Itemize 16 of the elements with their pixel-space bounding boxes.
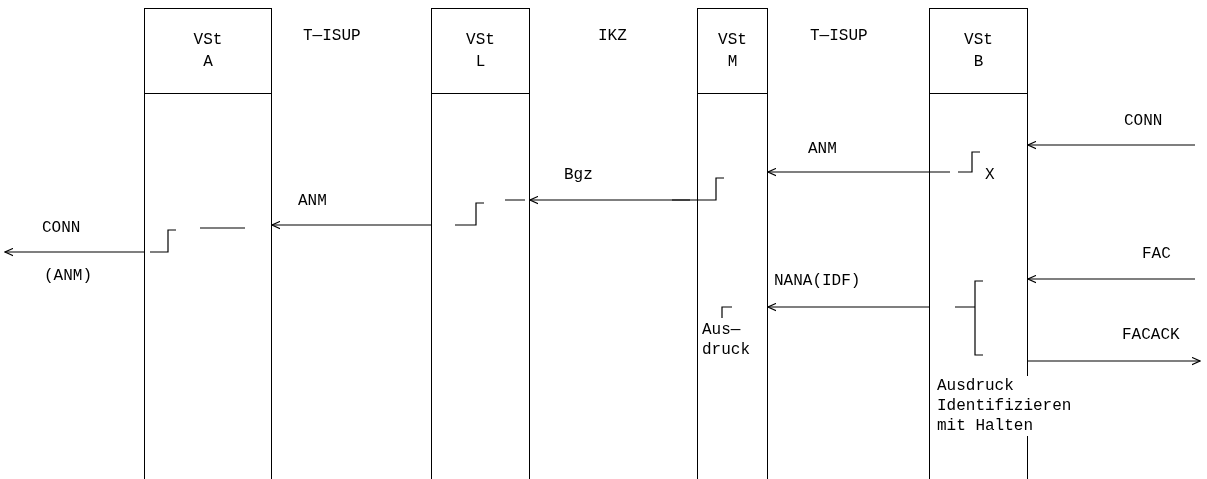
- lifeline-column: [144, 8, 272, 479]
- exchange-name: VSt A: [192, 30, 224, 73]
- exchange-name: VSt B: [963, 30, 994, 73]
- message-arrow: [271, 220, 432, 230]
- message-arrow: [1027, 140, 1196, 150]
- annotation-text: (ANM): [44, 266, 92, 286]
- message-arrow: [767, 167, 930, 177]
- exchange-name: VSt L: [465, 30, 496, 73]
- message-arrow: [767, 302, 930, 312]
- lifeline-column: [431, 8, 530, 479]
- message-arrow: [529, 195, 698, 205]
- message-arrow: [1027, 356, 1201, 366]
- exchange-name: VSt M: [717, 30, 748, 73]
- message-arrow: [1027, 274, 1196, 284]
- message-arrow: [4, 247, 145, 257]
- message-label: Bgz: [562, 166, 595, 184]
